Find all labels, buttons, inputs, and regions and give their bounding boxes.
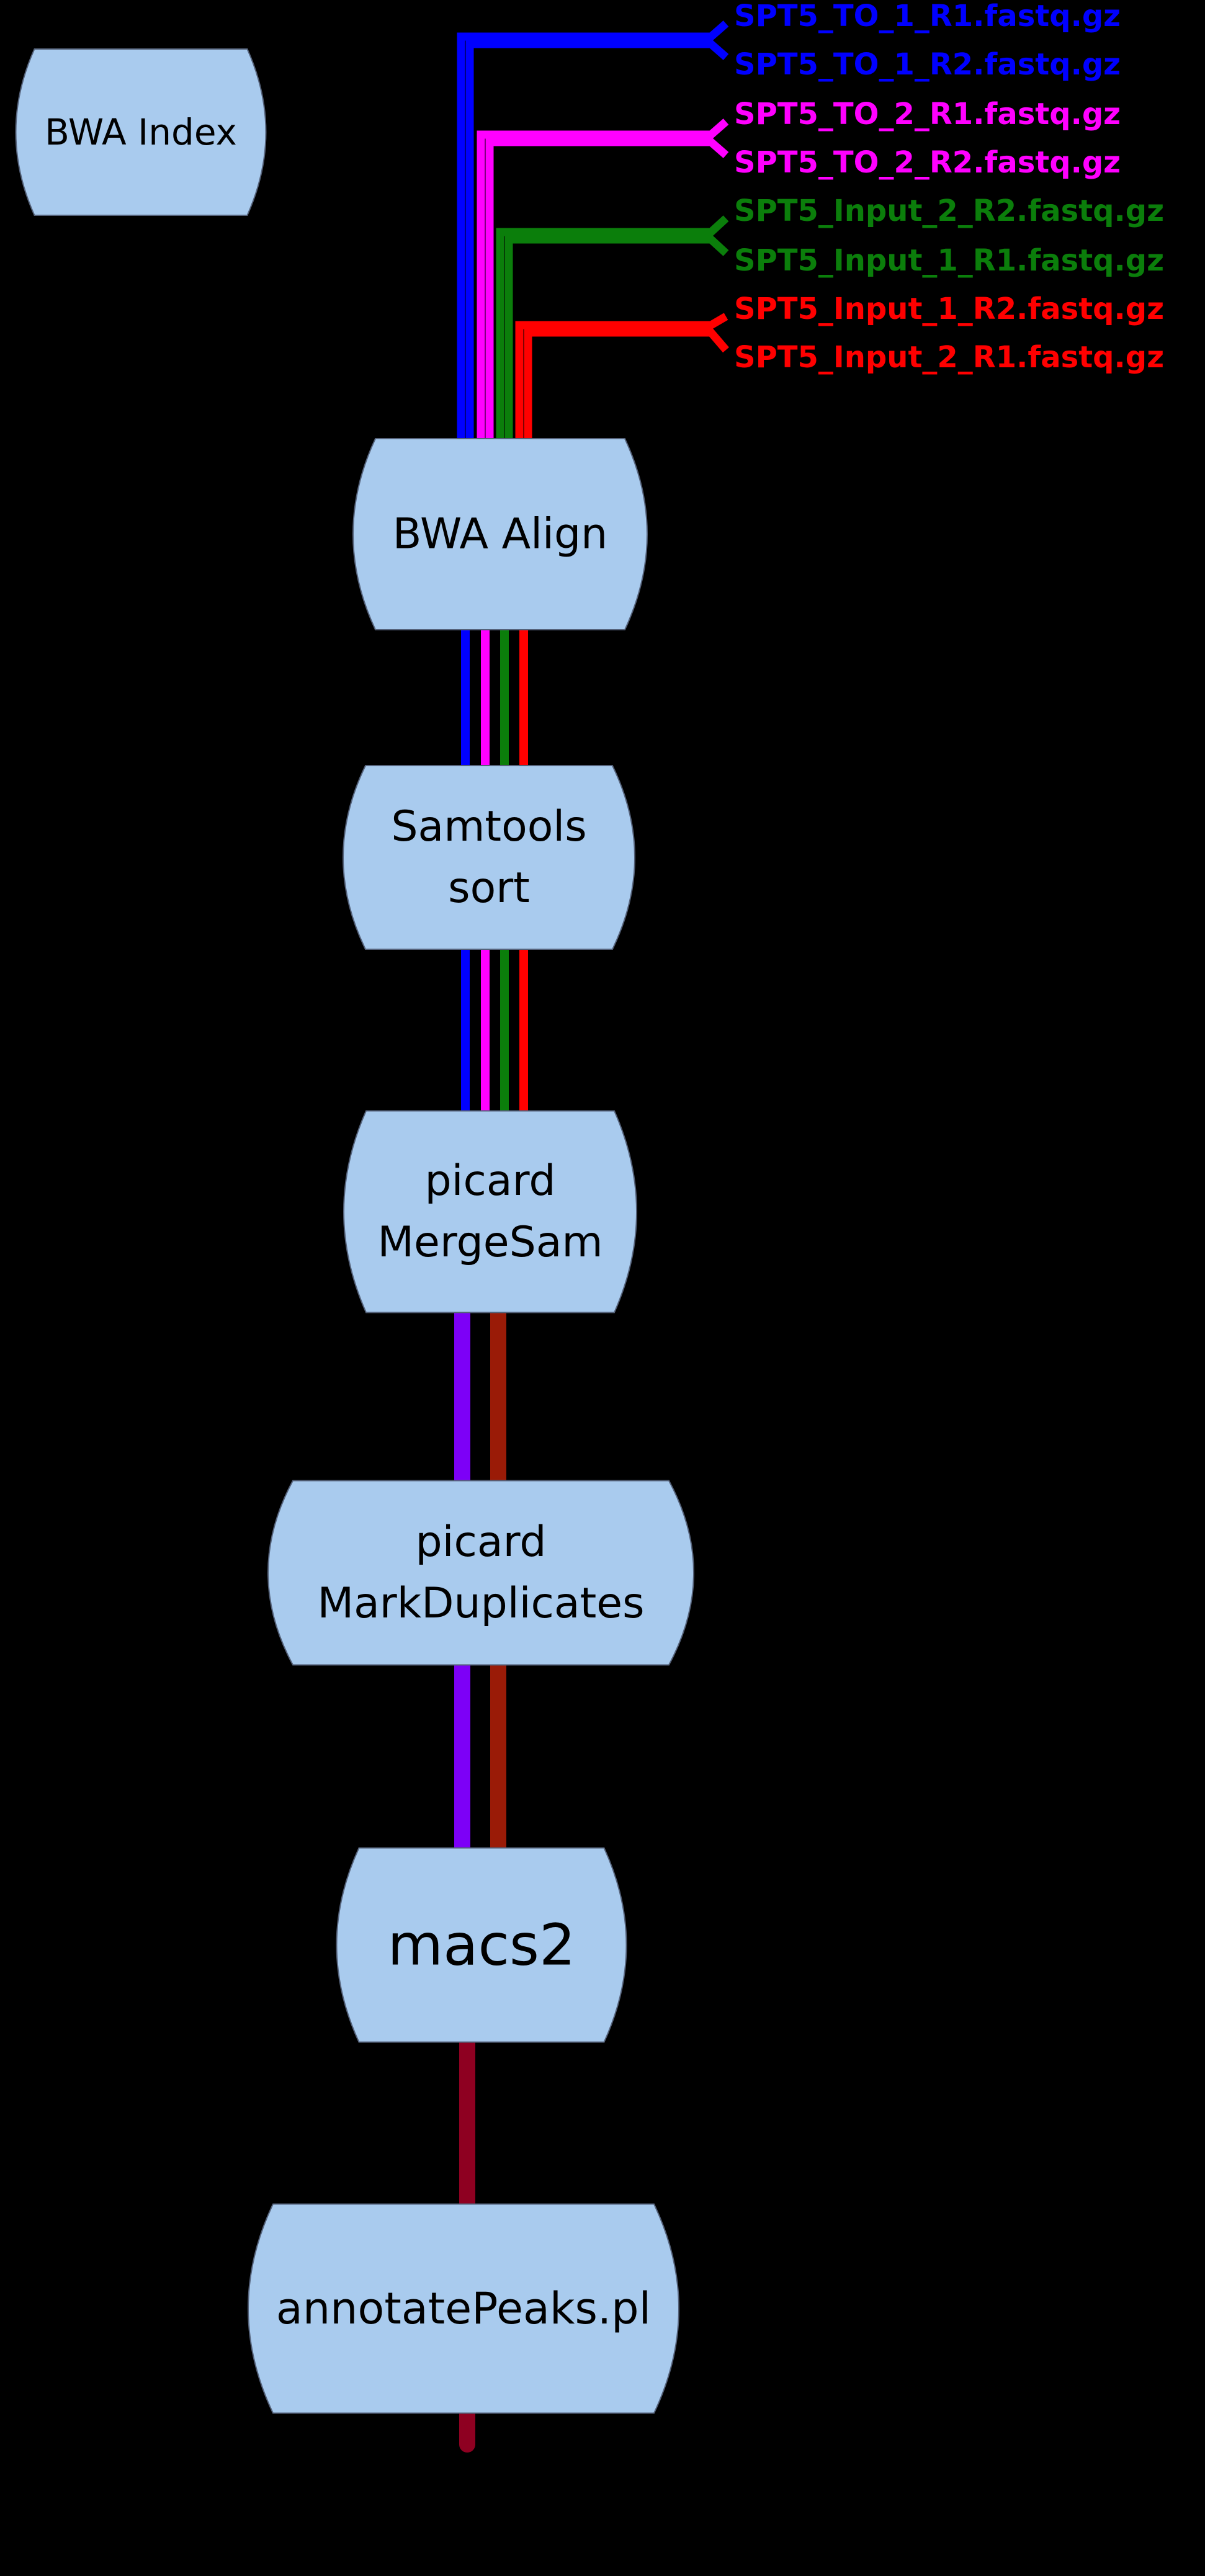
node-picard-mergesam-label: picard bbox=[424, 1156, 555, 1205]
node-annotatepeaks-shape bbox=[248, 2203, 679, 2414]
node-samtools-sort-label: Samtools bbox=[391, 802, 586, 851]
edge-spt5-input-1-r1 bbox=[504, 235, 729, 441]
file-label-5: SPT5_Input_1_R1.fastq.gz bbox=[734, 243, 1164, 278]
edge-spt5-to-1-r2 bbox=[465, 40, 729, 441]
edge-spt5-input-2-r1 bbox=[524, 328, 729, 441]
file-label-4: SPT5_Input_2_R2.fastq.gz bbox=[734, 194, 1164, 228]
node-bwa-align-shape bbox=[352, 438, 648, 630]
node-samtools-sort: Samtools sort bbox=[343, 765, 635, 950]
node-annotatepeaks-label: annotatePeaks.pl bbox=[276, 2283, 651, 2334]
node-bwa-align: BWA Align bbox=[352, 438, 648, 630]
node-picard-markduplicates-shape bbox=[267, 1480, 694, 1666]
file-label-0: SPT5_TO_1_R1.fastq.gz bbox=[734, 0, 1121, 34]
edge-spt5-to-2-r2 bbox=[485, 138, 729, 441]
node-annotatepeaks: annotatePeaks.pl bbox=[248, 2203, 679, 2414]
node-picard-markduplicates-label: MarkDuplicates bbox=[317, 1579, 644, 1628]
node-bwa-index-shape bbox=[15, 48, 267, 216]
file-label-1: SPT5_TO_1_R2.fastq.gz bbox=[734, 47, 1121, 82]
edge-spt5-to-2-r1 bbox=[477, 119, 729, 441]
edge-spt5-to-1-r1 bbox=[457, 20, 729, 441]
node-macs2-label: macs2 bbox=[387, 1912, 575, 1979]
file-labels-layer: SPT5_TO_1_R1.fastq.gzSPT5_TO_1_R2.fastq.… bbox=[734, 0, 1164, 375]
node-bwa-index: BWA Index bbox=[15, 48, 267, 216]
node-macs2-shape bbox=[336, 1847, 627, 2043]
file-label-7: SPT5_Input_2_R1.fastq.gz bbox=[734, 340, 1164, 375]
node-samtools-sort-label: sort bbox=[448, 864, 530, 913]
node-picard-mergesam-shape bbox=[343, 1110, 637, 1313]
node-macs2: macs2 bbox=[336, 1847, 627, 2043]
node-bwa-align-label: BWA Align bbox=[393, 510, 607, 559]
edges-layer bbox=[454, 20, 729, 2453]
node-samtools-sort-shape bbox=[343, 765, 635, 950]
file-label-2: SPT5_TO_2_R1.fastq.gz bbox=[734, 97, 1121, 132]
node-picard-mergesam-label: MergeSam bbox=[377, 1218, 602, 1267]
edge-spt5-input-1-r2 bbox=[515, 313, 728, 441]
file-label-3: SPT5_TO_2_R2.fastq.gz bbox=[734, 145, 1121, 180]
file-label-6: SPT5_Input_1_R2.fastq.gz bbox=[734, 292, 1164, 326]
node-picard-markduplicates-label: picard bbox=[415, 1518, 546, 1567]
node-bwa-index-label: BWA Index bbox=[45, 111, 237, 153]
edge-spt5-input-2-r2 bbox=[496, 215, 729, 441]
